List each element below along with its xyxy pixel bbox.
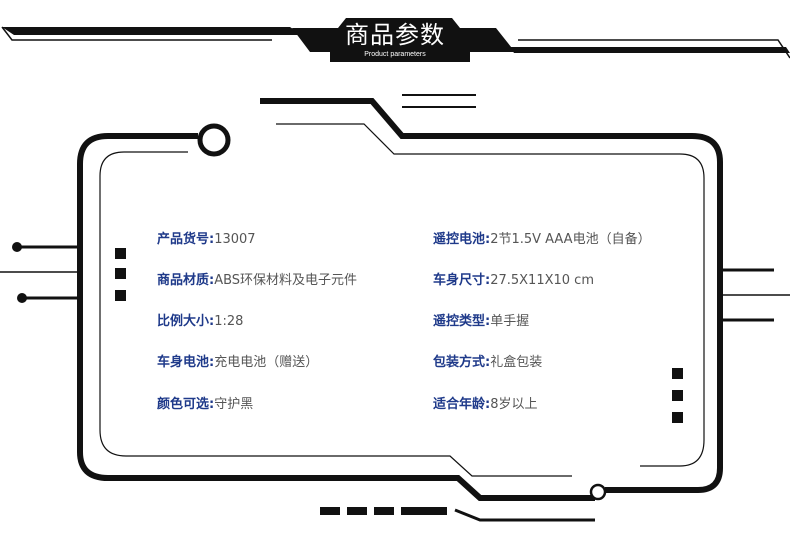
header-bar-left [2,27,302,35]
bottom-dash-1 [320,507,340,515]
param-value: 8岁以上 [490,397,538,412]
bottom-dash-3 [374,507,394,515]
param-car-battery: 车身电池:充电电池（赠送） [157,351,318,370]
param-label: 包装方式: [433,355,491,370]
param-label: 颜色可选: [157,397,215,412]
param-scale: 比例大小:1:28 [157,310,243,329]
right-square-1 [672,368,683,379]
top-dash-2 [402,106,476,108]
left-square-2 [115,268,126,279]
param-label: 商品材质: [157,273,215,288]
top-dash-1 [402,94,476,96]
header-bar-right [510,47,790,53]
left-square-3 [115,290,126,301]
param-label: 比例大小: [157,314,215,329]
bottom-dash-2 [347,507,367,515]
top-circle-icon [197,123,231,157]
param-label: 遥控类型: [433,314,491,329]
bottom-dash-4 [401,507,447,515]
param-value: 27.5X11X10 cm [490,273,594,288]
param-value: 1:28 [214,314,244,329]
param-packaging: 包装方式:礼盒包装 [433,351,542,370]
page-subtitle: Product parameters [364,51,426,58]
param-label: 遥控电池: [433,232,491,247]
param-item-code: 产品货号:13007 [157,228,256,247]
param-age: 适合年龄:8岁以上 [433,393,537,412]
right-square-3 [672,412,683,423]
param-value: 单手握 [490,314,530,329]
bottom-line [454,508,595,522]
inner-frame [99,151,572,477]
left-dot-1-icon [12,242,22,252]
param-value: 充电电池（赠送） [214,355,319,370]
param-value: 13007 [214,232,256,247]
param-label: 车身尺寸: [433,273,491,288]
param-value: 守护黑 [214,397,254,412]
page-title: 商品参数 [345,21,445,49]
outer-frame [77,133,595,501]
param-material: 商品材质:ABS环保材料及电子元件 [157,269,357,288]
header-line-left [1,26,272,41]
inner-frame-top [276,123,705,467]
left-dot-2-icon [17,293,27,303]
param-value: 礼盒包装 [490,355,543,370]
param-remote-type: 遥控类型:单手握 [433,310,529,329]
param-label: 车身电池: [157,355,215,370]
param-remote-battery: 遥控电池:2节1.5V AAA电池（自备） [433,228,651,247]
bottom-circle-icon [589,483,607,501]
outer-frame-top [260,98,723,493]
param-value: ABS环保材料及电子元件 [214,273,358,288]
left-square-1 [115,248,126,259]
param-size: 车身尺寸:27.5X11X10 cm [433,269,594,288]
param-color: 颜色可选:守护黑 [157,393,253,412]
section-title: 商品参数 Product parameters [300,18,490,62]
title-plate [292,18,515,62]
param-label: 适合年龄: [433,397,491,412]
param-label: 产品货号: [157,232,215,247]
param-value: 2节1.5V AAA电池（自备） [490,232,651,247]
right-square-2 [672,390,683,401]
